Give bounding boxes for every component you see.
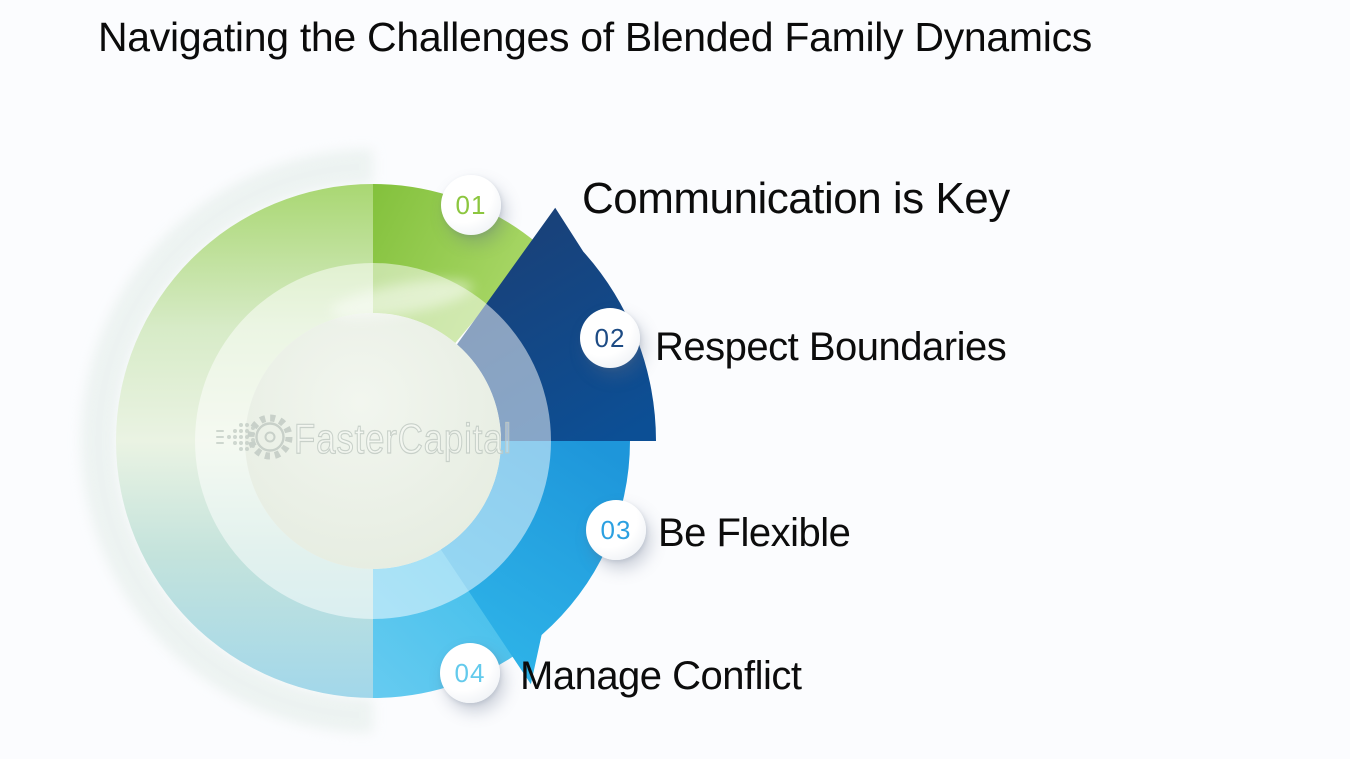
- center-disc: [245, 313, 501, 569]
- step-number-03: 03: [600, 514, 632, 545]
- step-badge-04: 04: [440, 643, 500, 703]
- gear-dots: [216, 423, 255, 451]
- gear-icon: [247, 414, 293, 460]
- band-highlight: [331, 279, 473, 319]
- step-badge-01: 01: [441, 175, 501, 235]
- outer-glow-ring: [81, 149, 373, 733]
- step-label-be-flexible: Be Flexible: [658, 511, 851, 555]
- watermark-text: FasterCapital: [294, 415, 512, 462]
- step-number-02: 02: [594, 322, 626, 353]
- page-title: Navigating the Challenges of Blended Fam…: [98, 14, 1092, 60]
- step-label-respect-boundaries: Respect Boundaries: [655, 325, 1007, 369]
- step-label-manage-conflict: Manage Conflict: [520, 654, 802, 698]
- step-number-01: 01: [455, 189, 487, 220]
- watermark-logo: FasterCapital: [216, 414, 512, 463]
- step-label-communication: Communication is Key: [582, 174, 1010, 223]
- step-badge-03: 03: [586, 500, 646, 560]
- step-number-04: 04: [454, 657, 486, 688]
- step-badge-02: 02: [580, 308, 640, 368]
